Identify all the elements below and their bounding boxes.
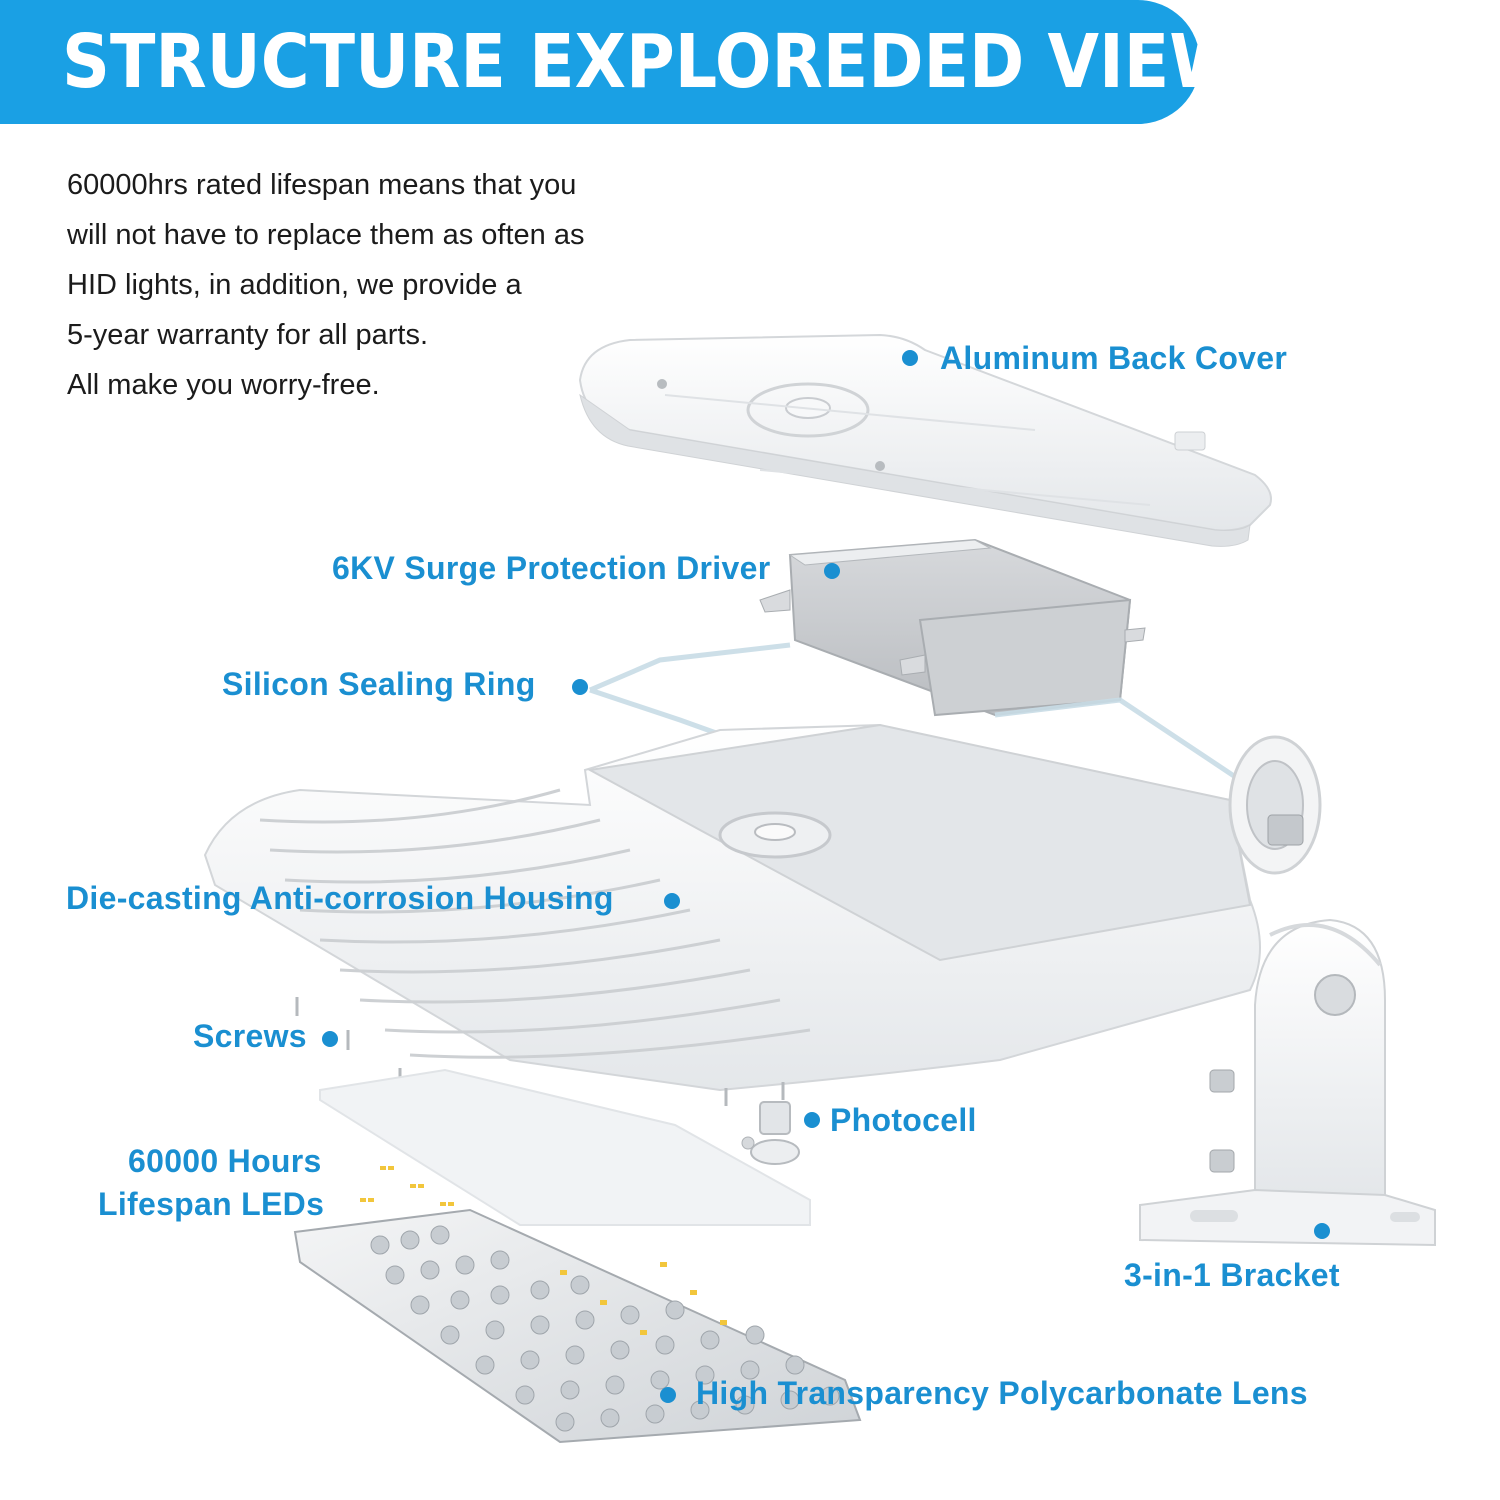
back-cover-marker	[902, 350, 918, 366]
lens-part	[293, 1208, 862, 1444]
photocell-marker	[804, 1112, 820, 1128]
intro-paragraph: 60000hrs rated lifespan means that you w…	[67, 160, 584, 410]
bracket-part	[1139, 918, 1436, 1247]
intro-line-4: 5-year warranty for all parts.	[67, 319, 429, 351]
label-leds-line2: Lifespan LEDs	[98, 1186, 325, 1222]
intro-line-3: HID lights, in addition, we provide a	[67, 269, 522, 301]
label-screws: Screws	[193, 1018, 307, 1054]
housing-marker	[664, 893, 680, 909]
page-title: STRUCTURE EXPLOREDED VIEW	[62, 19, 1243, 105]
label-leds-line1: 60000 Hours	[128, 1143, 322, 1179]
label-back-cover: Aluminum Back Cover	[940, 340, 1288, 376]
photocell-part	[741, 1101, 800, 1165]
label-housing: Die-casting Anti-corrosion Housing	[66, 880, 614, 916]
label-lens: High Transparency Polycarbonate Lens	[696, 1375, 1308, 1411]
driver-marker	[824, 563, 840, 579]
label-photocell: Photocell	[830, 1102, 977, 1138]
intro-line-2: will not have to replace them as often a…	[67, 219, 585, 251]
intro-line-1: 60000hrs rated lifespan means that you	[67, 169, 577, 201]
label-bracket: 3-in-1 Bracket	[1124, 1257, 1340, 1293]
led-board-part	[319, 1068, 811, 1226]
back-cover-part	[578, 333, 1272, 547]
intro-line-5: All make you worry-free.	[67, 369, 380, 401]
sealing-ring-marker	[572, 679, 588, 695]
screws-marker	[322, 1031, 338, 1047]
driver-part	[759, 538, 1146, 717]
lens-marker	[660, 1387, 676, 1403]
title-banner: STRUCTURE EXPLOREDED VIEW	[0, 0, 1243, 124]
housing-part	[203, 723, 1322, 1092]
label-sealing-ring: Silicon Sealing Ring	[222, 666, 536, 702]
label-driver: 6KV Surge Protection Driver	[332, 550, 771, 586]
bracket-marker	[1314, 1223, 1330, 1239]
